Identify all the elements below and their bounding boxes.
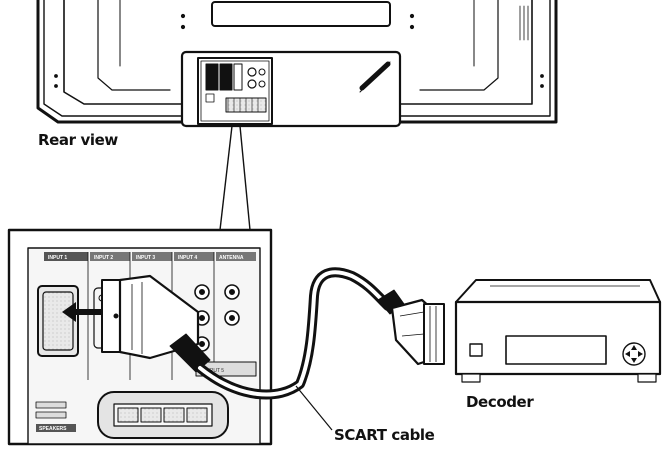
scart-cable-label: SCART cable	[334, 426, 435, 444]
tab-input3-label: INPUT 3	[136, 255, 155, 261]
tab-input1-label: INPUT 1	[48, 255, 67, 261]
insert-arrow	[62, 302, 102, 322]
tab-input2-label: INPUT 2	[94, 255, 113, 261]
tv-rear	[36, 0, 558, 128]
decoder-device	[454, 279, 662, 383]
rear-view-label: Rear view	[38, 131, 118, 149]
decoder-dpad-icon	[622, 342, 646, 366]
scart-plug-left	[101, 274, 211, 373]
scart-cable	[195, 267, 393, 400]
speakers-label: SPEAKERS	[39, 426, 67, 432]
cable-label-pointer	[295, 385, 333, 431]
zoom-callout-lines	[219, 125, 251, 231]
input5-label: INPUT 5	[205, 368, 224, 374]
tab-input4-label: INPUT 4	[178, 255, 197, 261]
tab-antenna-label: ANTENNA	[219, 255, 244, 261]
scart-plug-right	[377, 289, 445, 366]
decoder-label: Decoder	[466, 393, 534, 411]
